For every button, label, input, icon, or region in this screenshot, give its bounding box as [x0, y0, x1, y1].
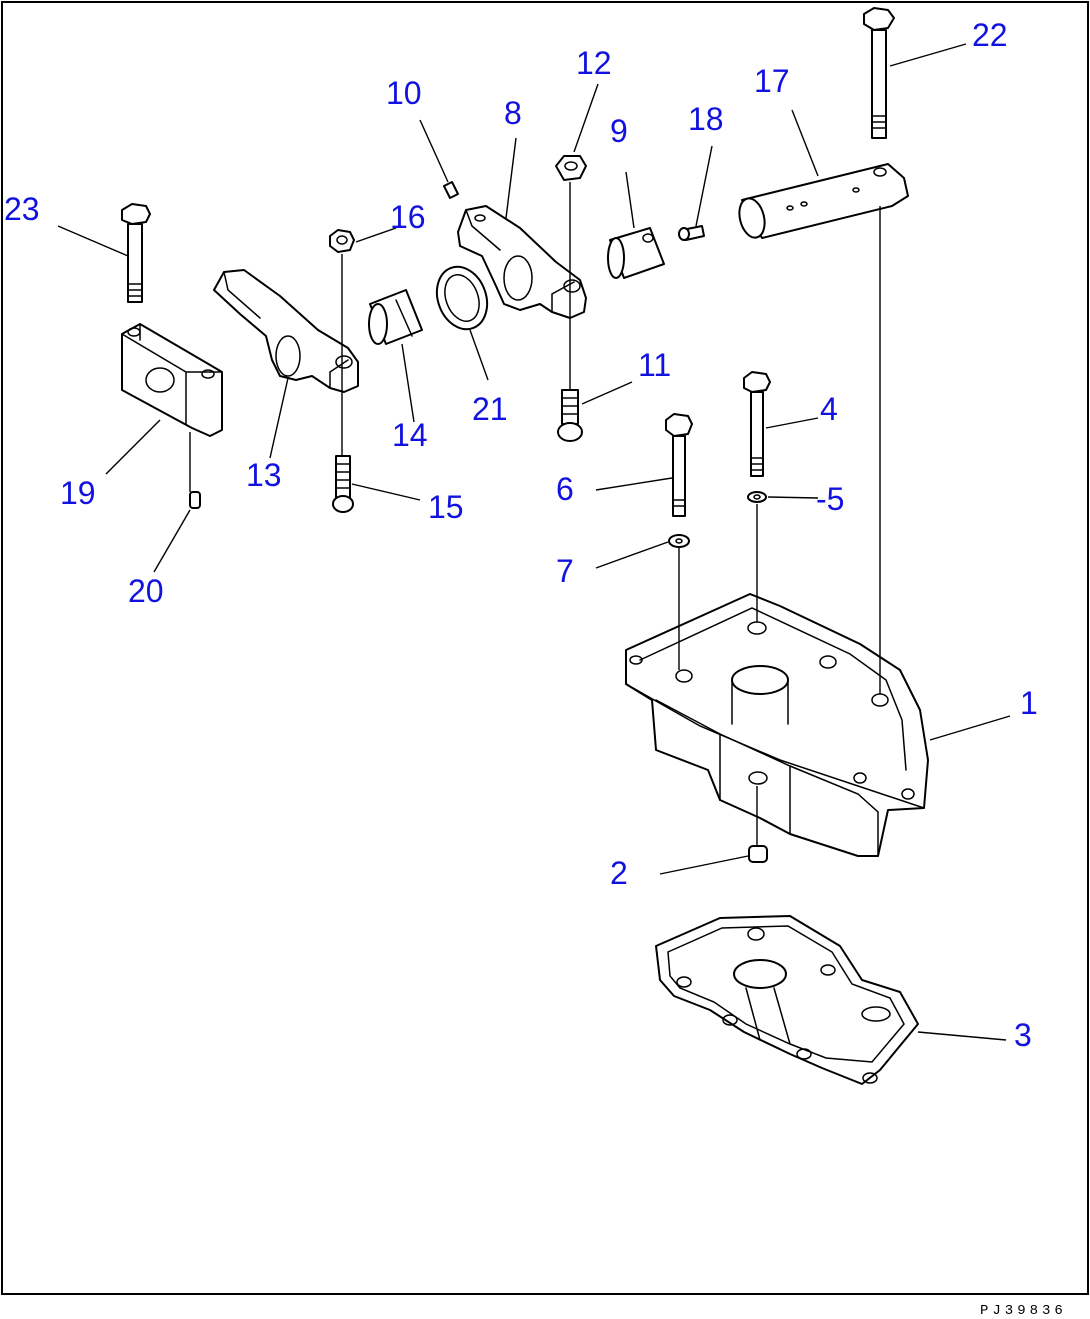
- callout-2: 2: [610, 855, 628, 891]
- drawing-code: PJ39836: [980, 1303, 1067, 1319]
- callout-16: 16: [390, 199, 426, 235]
- part-10-pin: [443, 181, 459, 199]
- part-20-dowel: [189, 491, 201, 509]
- part-4-bolt: [743, 371, 771, 477]
- callout-12: 12: [576, 45, 612, 81]
- part-21-ring: [435, 265, 489, 331]
- callout-6: 6: [556, 471, 574, 507]
- callout-21: 21: [472, 391, 508, 427]
- callout-4: 4: [820, 391, 838, 427]
- callout-11: 11: [638, 347, 671, 383]
- callout-9: 9: [610, 113, 628, 149]
- part-3-gasket: [655, 915, 919, 1085]
- callout-15: 15: [428, 489, 464, 525]
- callout-14: 14: [392, 417, 428, 453]
- part-16-nut: [329, 229, 355, 253]
- callout-labels: 1 2 3 4 -5 6 7 8 9 10 11 12 13 14 15 16 …: [4, 17, 1038, 1053]
- callout-23: 23: [4, 191, 40, 227]
- callout-1: 1: [1020, 685, 1038, 721]
- part-9-bushing: [607, 227, 665, 279]
- callout-18: 18: [688, 101, 724, 137]
- drawing-border: [1, 1, 1089, 1295]
- callout-8: 8: [504, 95, 522, 131]
- part-12-nut: [555, 155, 587, 181]
- part-7-washer: [668, 534, 690, 548]
- part-14-bushing: [368, 289, 423, 345]
- part-6-bolt: [665, 413, 693, 517]
- callout-17: 17: [754, 63, 790, 99]
- callout-22: 22: [972, 17, 1008, 53]
- part-18-pin: [678, 225, 705, 241]
- part-13-rocker-arm: [213, 269, 359, 393]
- part-2-dowel: [748, 845, 768, 863]
- part-19-support: [121, 323, 223, 437]
- leader-lines: [57, 43, 1011, 1041]
- part-23-bolt: [121, 203, 151, 303]
- part-15-screw: [332, 455, 354, 513]
- callout-5: -5: [816, 481, 844, 517]
- part-11-screw: [557, 389, 583, 442]
- callout-13: 13: [246, 457, 282, 493]
- callout-19: 19: [60, 475, 96, 511]
- part-17-shaft: [738, 163, 909, 239]
- callout-10: 10: [386, 75, 422, 111]
- callout-7: 7: [556, 553, 574, 589]
- part-5-washer: [747, 491, 767, 503]
- callout-3: 3: [1014, 1017, 1032, 1053]
- assembly-lines: [189, 182, 881, 846]
- callout-20: 20: [128, 573, 164, 609]
- part-1-housing: [625, 593, 929, 857]
- part-22-bolt: [863, 7, 895, 139]
